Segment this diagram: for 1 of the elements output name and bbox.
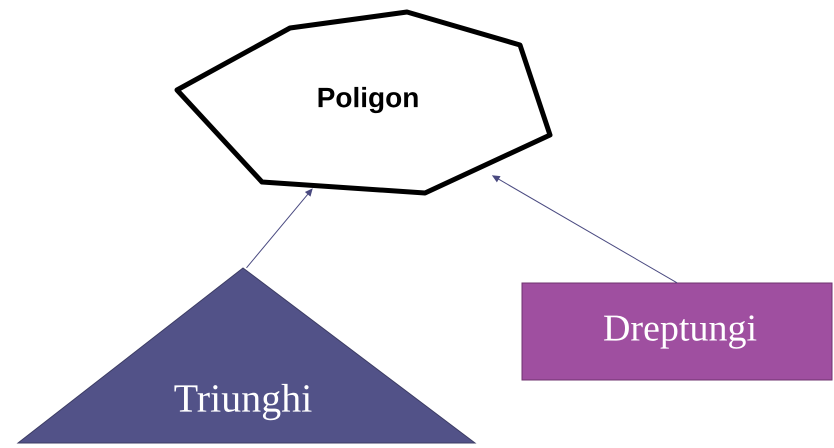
rectangle-box: Dreptungi bbox=[522, 282, 832, 380]
